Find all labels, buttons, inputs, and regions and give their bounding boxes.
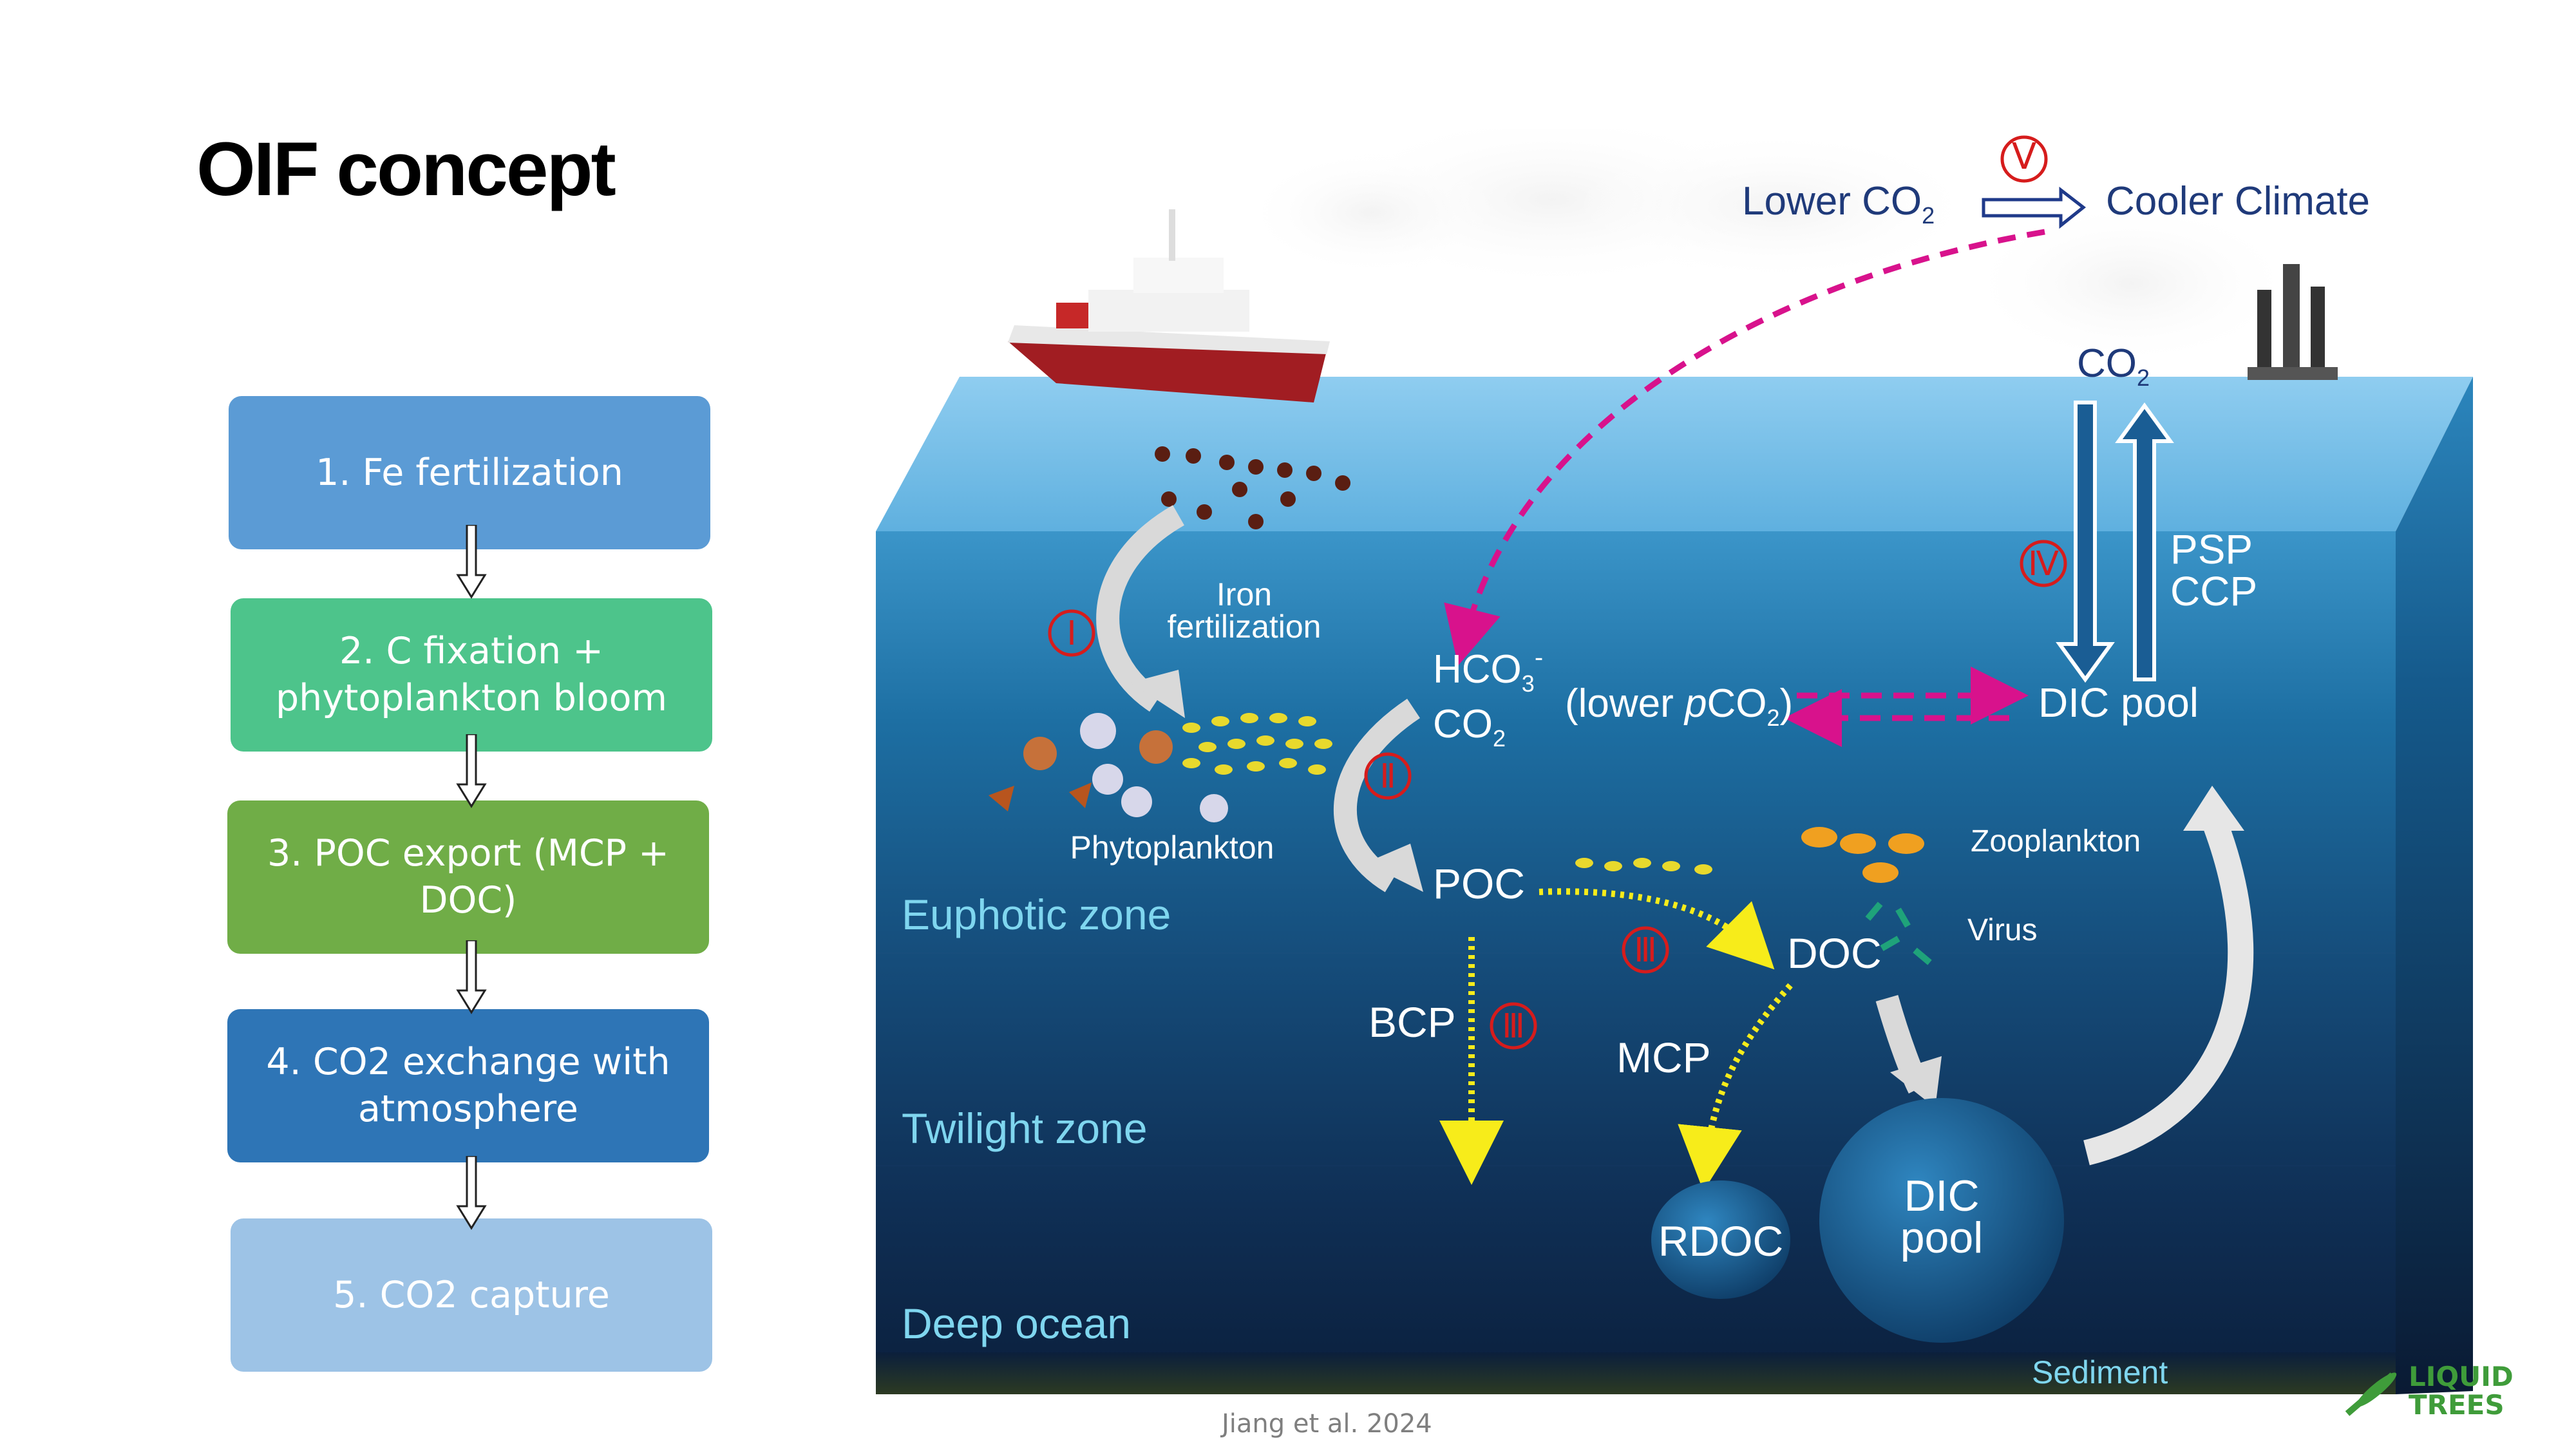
psp-label: PSP	[2170, 526, 2253, 573]
iron-fertilization-arrow	[1096, 505, 1185, 712]
iron-fertilization-label-2: fertilization	[1168, 609, 1321, 645]
co2-ocean-label: CO2	[1433, 702, 1506, 752]
page-title: OIF concept	[196, 127, 616, 212]
roman-5-label: Ⅴ	[2012, 136, 2036, 176]
dic-pool-label-1: DIC	[1904, 1171, 1979, 1220]
ocean-top-surface	[876, 377, 2473, 531]
logo-line-1: LIQUID	[2409, 1361, 2514, 1392]
roman-1-label: Ⅰ	[1066, 615, 1076, 652]
ocean-carbon-diagram: Lower CO2 Cooler Climate Ⅴ CO2 PSP CCP Ⅳ…	[876, 129, 2473, 1394]
phytoplankton-label: Phytoplankton	[1070, 829, 1274, 866]
dic-pool-sphere	[1819, 1098, 2064, 1343]
lower-pco2-label: (lower pCO2)	[1565, 681, 1793, 731]
virus-label: Virus	[1967, 913, 2038, 947]
mcp-label: MCP	[1616, 1034, 1711, 1081]
co2-to-poc-arrow	[1333, 699, 1421, 893]
step-label: 3. POC export (MCP + DOC)	[267, 832, 669, 922]
deep-ocean-label: Deep ocean	[902, 1300, 1131, 1347]
dic-return-arrow	[2083, 820, 2254, 1166]
dic-pool-label-2: pool	[1900, 1213, 1984, 1262]
twilight-zone-label: Twilight zone	[902, 1104, 1148, 1152]
co2-down-arrow	[2056, 401, 2115, 683]
down-arrow-icon	[456, 525, 487, 599]
down-arrow-icon	[456, 940, 487, 1014]
step-poc-export: 3. POC export (MCP + DOC)	[227, 800, 709, 954]
roman-4-label: Ⅳ	[2028, 545, 2059, 583]
source-credit: Jiang et al. 2024	[1222, 1409, 1432, 1439]
ship-icon	[1008, 209, 1330, 402]
ccp-label: CCP	[2170, 568, 2257, 614]
iron-particles	[1155, 446, 1350, 529]
ocean-side-face	[2396, 377, 2473, 1394]
atmosphere-to-hco3-arrow	[1444, 229, 2045, 666]
poc-label: POC	[1433, 860, 1525, 907]
logo-line-2: TREES	[2409, 1389, 2505, 1417]
bcp-label: BCP	[1368, 998, 1456, 1046]
sediment-band	[876, 1352, 2396, 1394]
dic-pool-top-label: DIC pool	[2038, 679, 2199, 726]
iron-fertilization-label-1: Iron	[1217, 576, 1272, 612]
poc-to-doc-arrow	[1539, 888, 1775, 970]
subscript: 2	[1922, 202, 1935, 229]
euphotic-zone-label: Euphotic zone	[902, 891, 1171, 938]
step-label: 2. C fixation + phytoplankton bloom	[275, 630, 668, 719]
climate-arrow	[1982, 186, 2087, 229]
zooplankton-icon	[1801, 827, 1924, 883]
sediment-label: Sediment	[2032, 1354, 2168, 1390]
down-arrow-icon	[456, 734, 487, 808]
step-label: 5. CO2 capture	[333, 1273, 610, 1316]
co2-label: CO2	[2077, 341, 2150, 391]
rdoc-sphere	[1651, 1180, 1790, 1299]
superscript: -	[1535, 643, 1543, 672]
roman-3-label: Ⅲ	[1634, 932, 1657, 969]
subscript: 2	[1493, 725, 1506, 752]
leaf-logo-icon: LIQUID TREES	[2345, 1361, 2514, 1421]
virus-icon	[1865, 902, 1932, 965]
hco3-label: HCO3-	[1433, 643, 1543, 697]
down-arrow-icon	[456, 1156, 487, 1230]
subscript: 2	[2137, 365, 2150, 391]
co2-up-arrow	[2115, 402, 2174, 681]
step-fe-fertilization: 1. Fe fertilization	[229, 396, 710, 549]
logo: LIQUID TREES	[2344, 1359, 2576, 1421]
step-co2-capture: 5. CO2 capture	[231, 1218, 712, 1372]
mcp-arrow	[1678, 983, 1793, 1191]
step-c-fixation: 2. C fixation + phytoplankton bloom	[231, 598, 712, 752]
doc-label: DOC	[1787, 929, 1882, 977]
step-label: 4. CO2 exchange with atmosphere	[266, 1041, 670, 1130]
lower-co2-label: Lower CO2	[1742, 179, 1935, 229]
phytoplankton-icon	[989, 713, 1712, 875]
roman-2-label: Ⅱ	[1379, 758, 1396, 795]
factory-icon	[2248, 264, 2338, 380]
subscript: 3	[1522, 670, 1535, 697]
zooplankton-label: Zooplankton	[1971, 824, 2141, 858]
step-co2-exchange: 4. CO2 exchange with atmosphere	[227, 1009, 709, 1162]
rdoc-label: RDOC	[1658, 1217, 1783, 1265]
roman-3-label-bcp: Ⅲ	[1502, 1008, 1525, 1045]
step-label: 1. Fe fertilization	[316, 451, 623, 494]
cooler-climate-label: Cooler Climate	[2106, 179, 2370, 223]
